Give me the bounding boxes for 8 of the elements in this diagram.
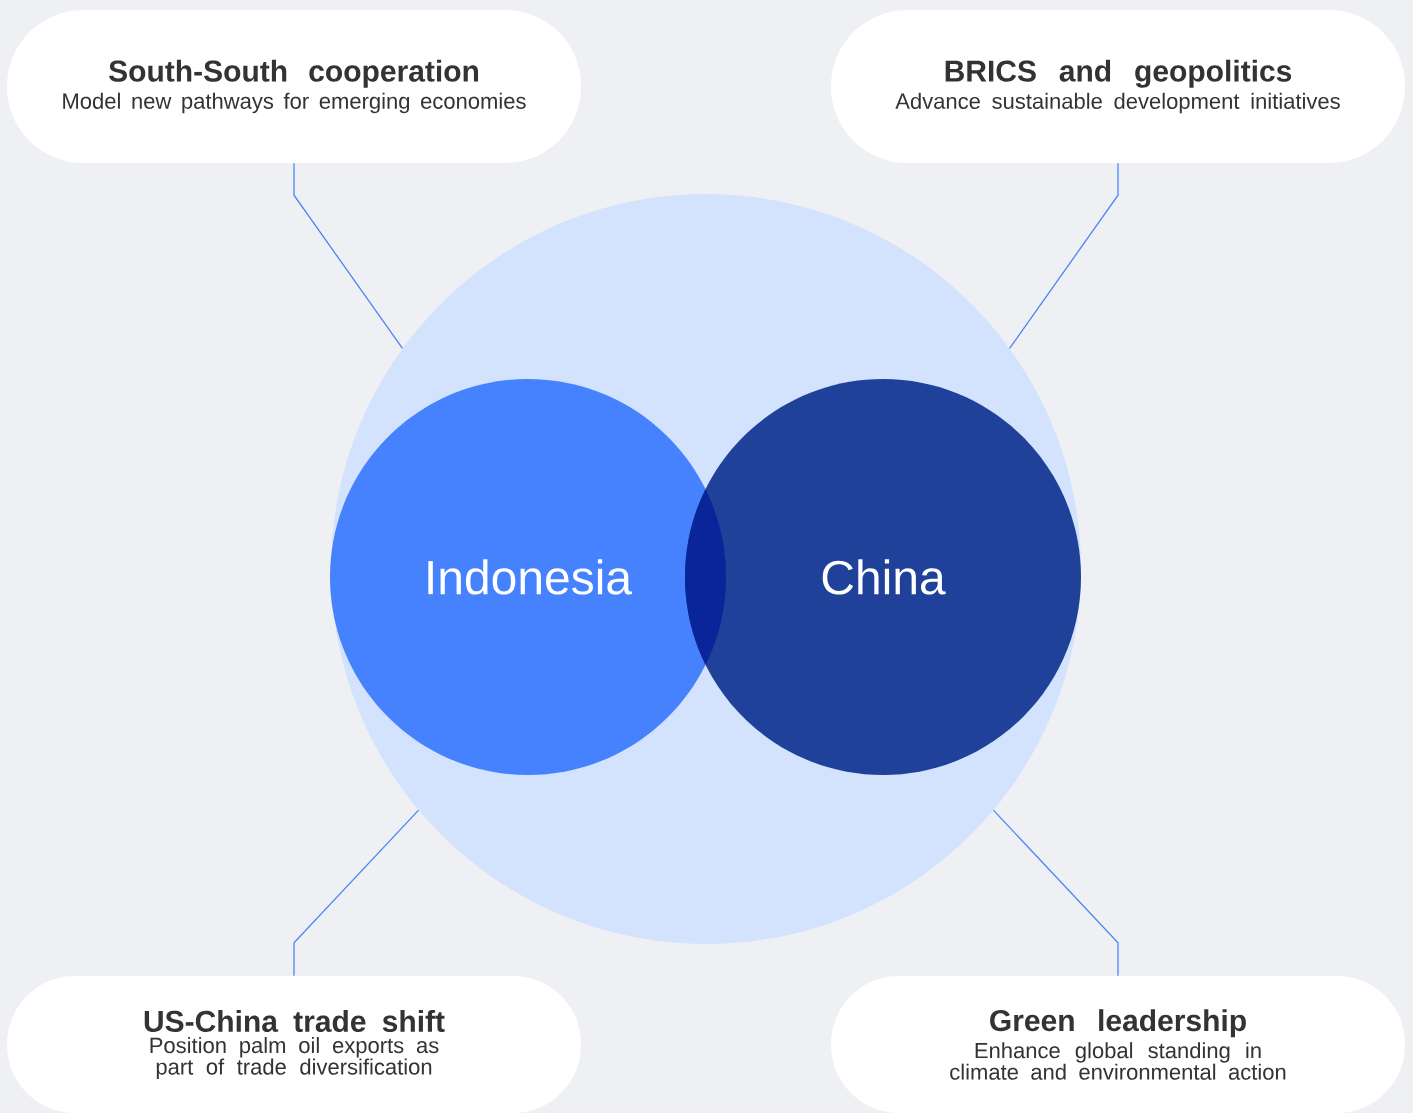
topic-card: South-South cooperation Model new pathways for emerging economies — [7, 10, 581, 163]
leader-line — [1008, 162, 1119, 350]
leader-line — [293, 162, 404, 350]
topic-card: US-China trade shift Position palm oil exports as part of trade diversification — [7, 976, 581, 1113]
leader-line — [293, 809, 420, 977]
topic-card: BRICS and geopolitics Advance sustainable development initiatives — [831, 10, 1405, 163]
topic-card: Green leadership Enhance global standing in climate and environmental action — [831, 976, 1405, 1113]
leader-line — [992, 809, 1119, 977]
